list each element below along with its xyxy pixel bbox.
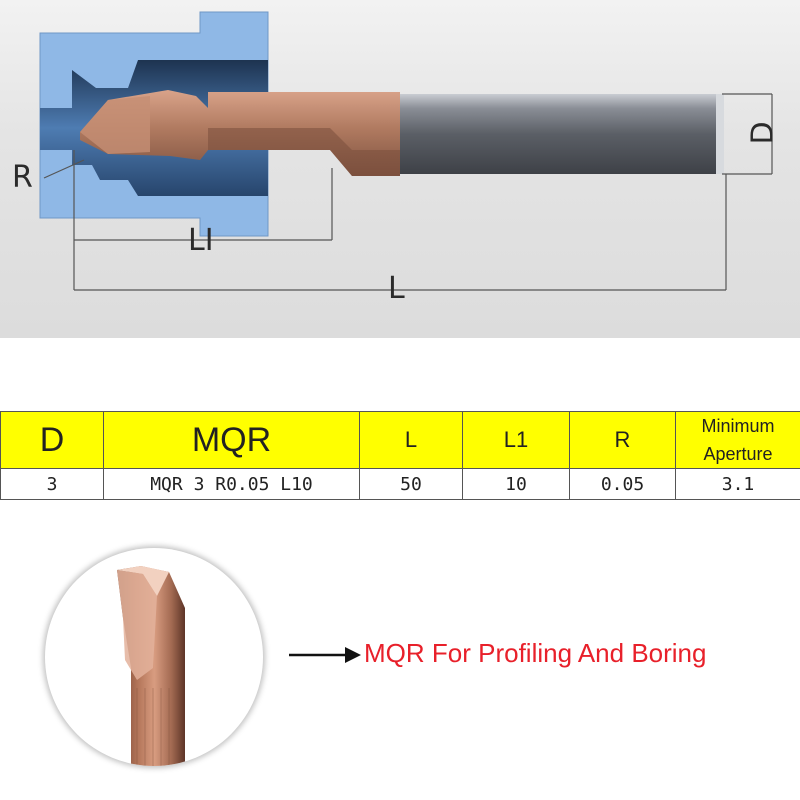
tool-closeup-edge <box>117 566 169 596</box>
right-arrow-icon <box>289 642 361 668</box>
header-d: D <box>0 411 104 469</box>
cell-r: 0.05 <box>569 468 676 500</box>
tool-diagram: R LI L D <box>0 0 800 338</box>
product-photo <box>45 548 263 766</box>
tool-tip-facet <box>80 96 150 154</box>
radius-label: R <box>12 160 33 195</box>
header-minimum-aperture: Minimum Aperture <box>675 411 800 469</box>
product-caption: MQR For Profiling And Boring <box>364 638 707 668</box>
length-label: L <box>388 271 405 306</box>
header-mqr: MQR <box>103 411 360 469</box>
tool-closeup-cutting-face <box>117 570 157 680</box>
header-r: R <box>569 411 676 469</box>
tool-closeup-drawing <box>117 566 185 766</box>
dimension-lines <box>43 93 773 291</box>
cell-l: 50 <box>359 468 463 500</box>
l1-label: LI <box>188 223 214 258</box>
boring-tool-drawing <box>39 11 773 291</box>
tool-neck-shadow <box>208 128 400 176</box>
cell-l1: 10 <box>462 468 570 500</box>
shank-end <box>716 94 724 174</box>
cell-min-aperture: 3.1 <box>675 468 800 500</box>
cell-d: 3 <box>0 468 104 500</box>
spec-table: D MQR L L1 R Minimum Aperture 3 MQR 3 R0… <box>0 411 800 500</box>
header-l: L <box>359 411 463 469</box>
header-l1: L1 <box>462 411 570 469</box>
cell-model: MQR 3 R0.05 L10 <box>103 468 360 500</box>
table-header-row: D MQR L L1 R Minimum Aperture <box>0 411 800 469</box>
diameter-label: D <box>745 121 781 145</box>
tool-shank <box>400 94 722 174</box>
table-row: 3 MQR 3 R0.05 L10 50 10 0.05 3.1 <box>0 468 800 500</box>
